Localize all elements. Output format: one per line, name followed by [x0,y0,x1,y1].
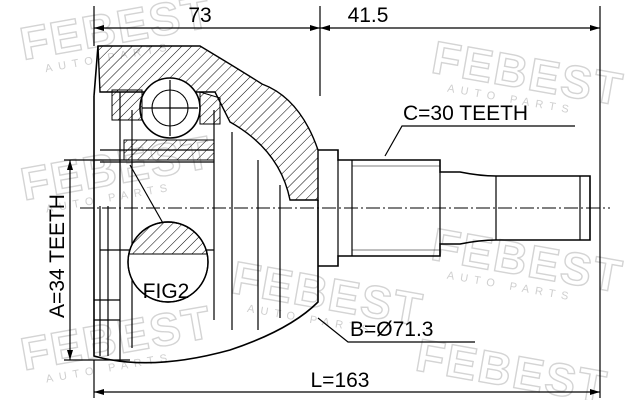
cv-joint-body [93,45,591,364]
dimension-lines [64,6,601,398]
watermark-brand: FEBEST [412,329,612,400]
outer-spline-label: C=30 TEETH [403,102,528,125]
dimension-41-5: 41.5 [348,4,389,27]
dimension-73: 73 [188,4,211,27]
total-length-label: L=163 [311,369,370,392]
fig2-label: FIG2 [143,280,190,303]
inner-spline-label: A=34 TEETH [46,194,69,318]
outer-diameter-label: B=Ø71.3 [350,318,433,341]
